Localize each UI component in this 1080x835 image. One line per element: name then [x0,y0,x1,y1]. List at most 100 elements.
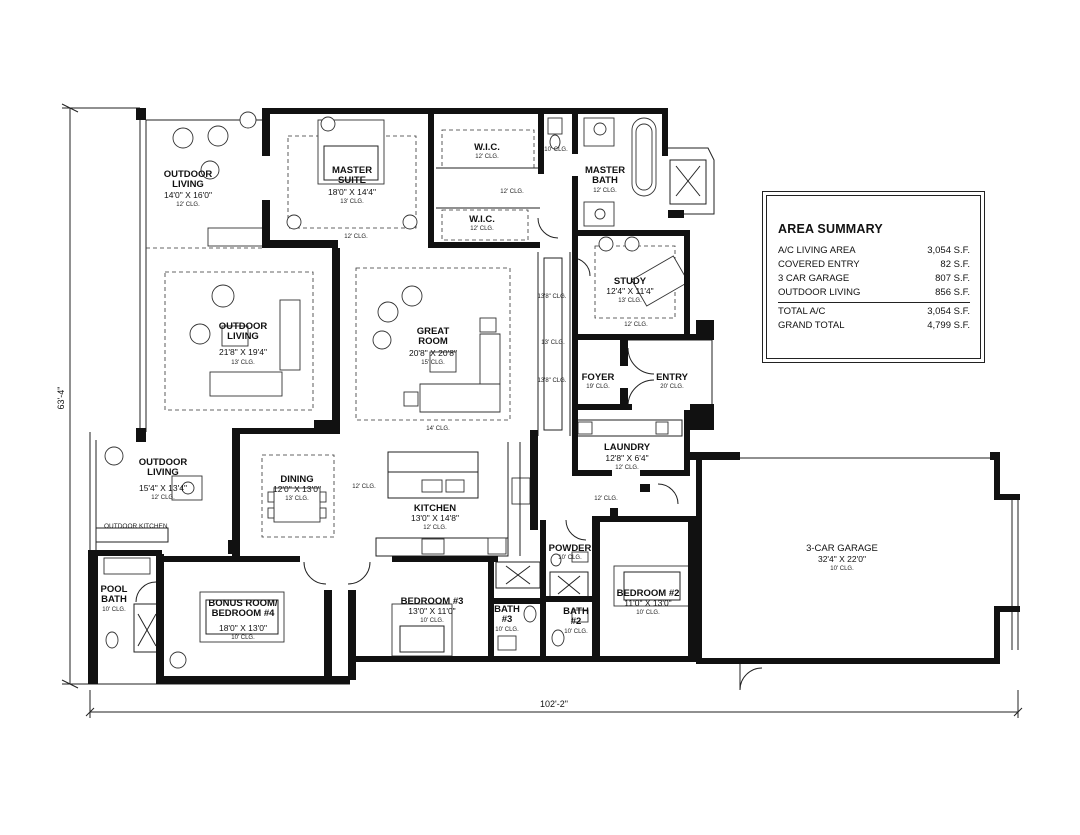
room-foyer: FOYER 19' CLG. [582,372,615,390]
ceiling-note: 12' CLG. [500,189,524,195]
area-total-label: TOTAL A/C [778,306,826,317]
room-dim: 20'8" X 20'8" [409,348,457,358]
room-clg: 12' CLG. [176,202,200,208]
room-name: FOYER [582,372,615,383]
room-dim: 18'0" X 13'0" [219,623,267,633]
room-name: POWDER [549,543,592,554]
room-entry: ENTRY 20' CLG. [656,372,689,390]
area-row-label: A/C LIVING AREA [778,245,856,256]
ceiling-note: 13'8" CLG. [538,378,567,384]
ceiling-note: 12' CLG. [594,496,618,502]
room-wic-1: W.I.C. 12' CLG. [474,142,500,160]
room-bath-2: BATH#2 10' CLG. [563,606,589,635]
room-name: BATH#3 [494,604,520,625]
room-clg: 13' CLG. [340,199,364,205]
area-row: A/C LIVING AREA 3,054 S.F. [778,244,970,258]
ceiling-note: 13' CLG. [541,340,565,346]
room-clg: 19' CLG. [586,384,610,390]
room-wic-2: W.I.C. 12' CLG. [469,214,495,232]
area-summary-table: AREA SUMMARY A/C LIVING AREA 3,054 S.F. … [762,191,985,363]
room-clg: 12' CLG. [615,465,639,471]
room-clg: 12' CLG. [470,226,494,232]
area-row-label: COVERED ENTRY [778,259,860,270]
area-summary-title: AREA SUMMARY [778,222,883,236]
room-name: STUDY [614,276,647,287]
walls [88,108,1020,684]
room-clg: 12' CLG. [475,154,499,160]
room-laundry: LAUNDRY 12'8" X 6'4" 12' CLG. [604,442,651,471]
room-clg: 10' CLG. [830,566,854,572]
room-dim: 18'0" X 14'4" [328,187,376,197]
room-name: LAUNDRY [604,442,651,453]
room-clg: 15' CLG. [421,360,445,366]
room-bedroom-3: BEDROOM #3 13'0" X 11'0" 10' CLG. [401,596,464,624]
room-clg: 20' CLG. [660,384,684,390]
room-name: BATH#2 [563,606,589,627]
area-row-value: 3,054 S.F. [927,245,970,256]
area-total-value: 4,799 S.F. [927,320,970,331]
room-name: ENTRY [656,372,689,383]
area-total-value: 3,054 S.F. [927,306,970,317]
room-dim: 13'0" X 14'8" [411,513,459,523]
area-row: 3 CAR GARAGE 807 S.F. [778,272,970,286]
area-row-value: 856 S.F. [935,287,970,298]
room-dining: DINING 12'0" X 13'0" 13' CLG. [273,474,321,502]
room-bath-3: BATH#3 10' CLG. [494,604,520,633]
area-row: COVERED ENTRY 82 S.F. [778,258,970,272]
room-clg: 13' CLG. [285,496,309,502]
room-clg: 10' CLG. [558,555,582,561]
room-name: BEDROOM #3 [401,596,464,607]
room-dim: 15'4" X 13'4" [139,483,187,493]
room-clg: 12' CLG. [423,525,447,531]
area-row-value: 82 S.F. [940,259,970,270]
room-three-car-garage: 3-CAR GARAGE 32'4" X 22'0" 10' CLG. [806,543,878,572]
room-name: DINING [280,474,313,485]
room-dim: 12'4" X 11'4" [606,286,653,296]
room-name: 3-CAR GARAGE [806,543,878,554]
room-bonus-room: BONUS ROOM/BEDROOM #4 18'0" X 13'0" 10' … [208,598,278,641]
dimension-lines: 63'-4" 102'-2" [56,103,1023,718]
room-dim: 14'0" X 16'0" [164,190,212,200]
room-name: BONUS ROOM/BEDROOM #4 [208,598,278,619]
room-dim: 12'0" X 13'0" [273,484,321,494]
room-dim: 12'8" X 6'4" [605,453,648,463]
room-clg: 10' CLG. [420,618,444,624]
room-clg: 12' CLG. [593,188,617,194]
area-summary-divider [778,302,970,303]
ceiling-note: 12' CLG. [352,484,376,490]
room-clg: 10' CLG. [564,629,588,635]
room-clg: 10' CLG. [495,627,519,633]
room-clg: 12' CLG. [151,495,175,501]
ceiling-notes: 12' CLG. 12' CLG. 10' CLG. 12' CLG. 13'8… [104,147,648,530]
area-row-label: OUTDOOR LIVING [778,287,861,298]
room-powder: POWDER 10' CLG. [549,543,592,561]
room-name: BEDROOM #2 [617,588,680,599]
ceiling-note: 14' CLG. [426,426,450,432]
room-kitchen: KITCHEN 13'0" X 14'8" 12' CLG. [411,503,459,531]
room-dim: 11'0" X 13'0" [624,598,671,608]
room-dim: 13'0" X 11'0" [408,606,455,616]
round-fixtures [104,111,679,669]
ceiling-note: 12' CLG. [344,234,368,240]
room-name: KITCHEN [414,503,456,514]
room-clg: 13' CLG. [231,360,255,366]
ceiling-note: 10' CLG. [544,147,568,153]
outdoor-kitchen-label: OUTDOOR KITCHEN [104,523,168,530]
ceiling-note: 13'8" CLG. [538,294,567,300]
room-dim: 32'4" X 22'0" [818,554,866,564]
room-bedroom-2: BEDROOM #2 11'0" X 13'0" 10' CLG. [617,588,680,616]
